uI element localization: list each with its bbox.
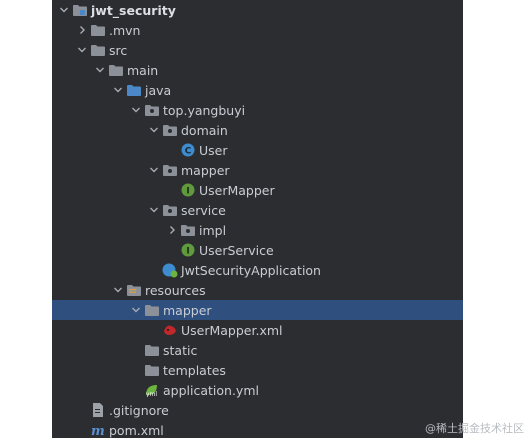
tree-item-label: domain [181,122,228,138]
package-icon [162,162,178,178]
tree-item-label: pom.xml [109,422,164,438]
mybatis-xml-icon [162,322,178,338]
tree-item-label: application.yml [163,382,259,398]
chevron-right-icon[interactable] [166,220,178,240]
tree-item[interactable]: impl [52,220,463,240]
svg-text:yml: yml [146,391,157,397]
package-icon [144,102,160,118]
tree-item-label: top.yangbuyi [163,102,246,118]
folder-icon [108,62,124,78]
tree-item[interactable]: JwtSecurityApplication [52,260,463,280]
tree-item-label: mapper [181,162,230,178]
tree-item-label: service [181,202,226,218]
tree-item[interactable]: java [52,80,463,100]
tree-item[interactable]: mapper [52,300,463,320]
svg-text:I: I [186,246,189,256]
tree-item[interactable]: .gitignore [52,400,463,420]
tree-item-label: impl [199,222,227,238]
tree-item-label: UserService [199,242,274,258]
folder-icon [144,342,160,358]
folder-icon [90,22,106,38]
gitignore-icon [90,402,106,418]
chevron-down-icon[interactable] [112,280,124,300]
chevron-down-icon[interactable] [130,300,142,320]
chevron-down-icon[interactable] [58,0,70,20]
folder-resources-icon [126,282,142,298]
tree-item[interactable]: m pom.xml [52,420,463,438]
folder-icon [144,362,160,378]
package-icon [162,202,178,218]
tree-item-label: src [109,42,128,58]
chevron-down-icon[interactable] [94,60,106,80]
tree-item[interactable]: templates [52,360,463,380]
tree-item[interactable]: domain [52,120,463,140]
interface-icon: I [180,182,196,198]
interface-icon: I [180,242,196,258]
class-icon: C [180,142,196,158]
watermark: @稀土掘金技术社区 [425,422,524,435]
chevron-right-icon[interactable] [76,20,88,40]
tree-item[interactable]: service [52,200,463,220]
project-tree-panel: jwt_security .mvn src main java top.yangbuyi d… [52,0,463,438]
tree-item[interactable]: static [52,340,463,360]
tree-item-label: jwt_security [91,2,176,18]
tree-item-label: .mvn [109,22,141,38]
tree-item-label: static [163,342,198,358]
tree-item[interactable]: I UserService [52,240,463,260]
tree-item-label: .gitignore [109,402,169,418]
tree-item-label: main [127,62,159,78]
tree-item[interactable]: main [52,60,463,80]
tree-item-label: User [199,142,228,158]
folder-source-icon [126,82,142,98]
tree-item[interactable]: C User [52,140,463,160]
tree-item[interactable]: resources [52,280,463,300]
tree-item[interactable]: I UserMapper [52,180,463,200]
tree-item[interactable]: yml application.yml [52,380,463,400]
chevron-down-icon[interactable] [130,100,142,120]
folder-module-icon [72,2,88,18]
tree-item-label: mapper [163,302,212,318]
tree-item[interactable]: .mvn [52,20,463,40]
tree-item[interactable]: top.yangbuyi [52,100,463,120]
tree-item-label: resources [145,282,206,298]
chevron-down-icon[interactable] [112,80,124,100]
tree-item-label: java [145,82,172,98]
tree-item-label: JwtSecurityApplication [181,262,321,278]
package-icon [162,122,178,138]
folder-icon [90,42,106,58]
folder-icon [144,302,160,318]
tree-item[interactable]: mapper [52,160,463,180]
chevron-down-icon[interactable] [148,200,160,220]
spring-yml-icon: yml [144,382,160,398]
maven-icon: m [90,422,106,438]
chevron-down-icon[interactable] [76,40,88,60]
spring-boot-class-icon [162,262,178,278]
tree-item-label: UserMapper.xml [181,322,283,338]
tree-item[interactable]: jwt_security [52,0,463,20]
svg-text:m: m [91,424,105,437]
package-icon [180,222,196,238]
tree-item-label: UserMapper [199,182,275,198]
svg-text:I: I [186,186,189,196]
tree-item-label: templates [163,362,226,378]
svg-text:C: C [185,146,192,156]
tree-item[interactable]: UserMapper.xml [52,320,463,340]
tree-item[interactable]: src [52,40,463,60]
chevron-down-icon[interactable] [148,160,160,180]
chevron-down-icon[interactable] [148,120,160,140]
